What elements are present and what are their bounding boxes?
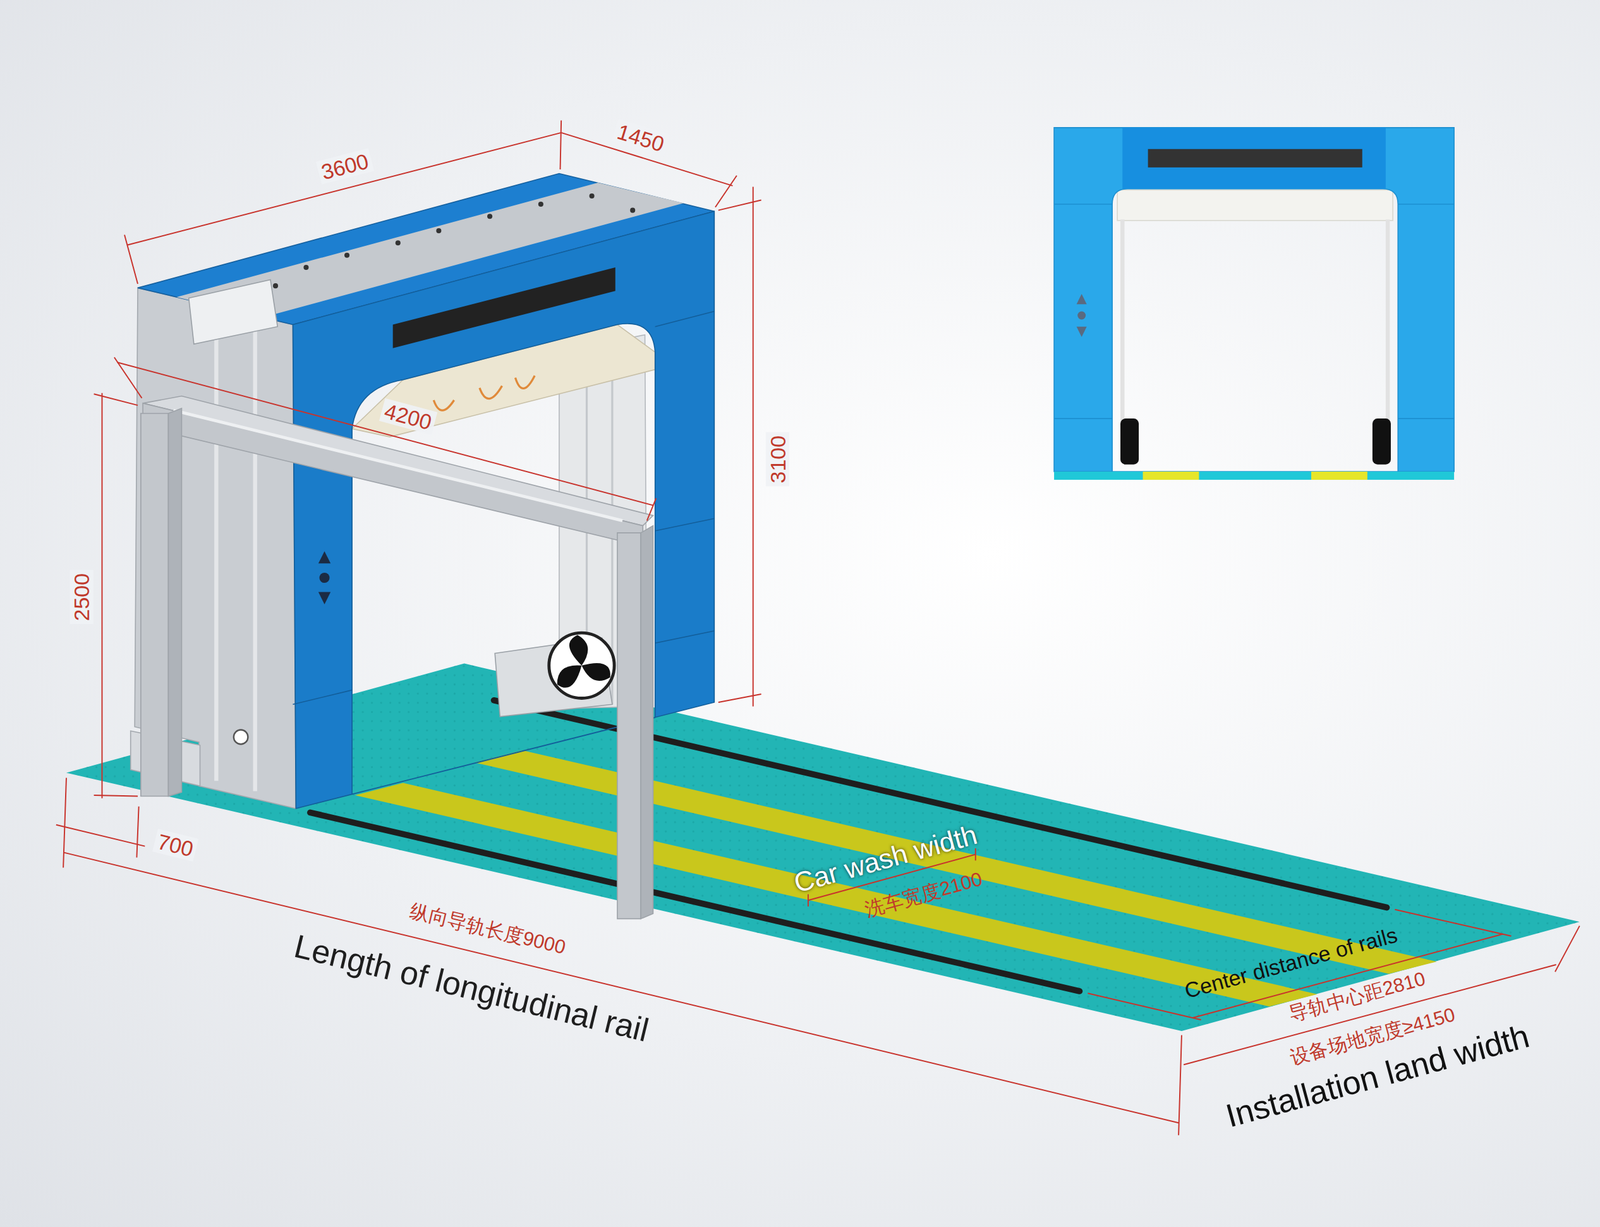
portal-beam-top [142,396,653,526]
panel-seam [655,311,715,327]
front-view-inset [1054,127,1455,480]
dimension-lines [56,120,1580,1135]
hoses [433,375,535,411]
dimension-label: 3600 [315,148,375,185]
dimension-label: 纵向导轨长度9000 [408,900,569,957]
yellow-band [355,782,1318,1007]
light-slot [393,267,616,349]
gantry-column-line [252,316,257,792]
panel-seam [655,518,715,531]
portal-groove [173,410,624,521]
gantry-column-line [214,305,219,781]
panel-seam [655,630,715,643]
control-box [188,279,278,344]
gantry-fitting [233,729,249,745]
panel-seam [292,690,352,705]
portal-post [617,532,641,919]
dimension-label: 2500 [70,569,94,624]
dryer-fan [549,632,615,698]
direction-icon [318,551,331,605]
dimension-label: 700 [152,828,199,862]
dimension-label: 3100 [765,432,790,486]
gantry-end-face [134,287,296,809]
dimension-label: Length of longitudinal rail [291,928,653,1046]
portal-post [140,413,169,797]
portal-post-side [640,525,653,919]
portal-post-side [168,408,182,797]
fan-blades [552,634,615,692]
